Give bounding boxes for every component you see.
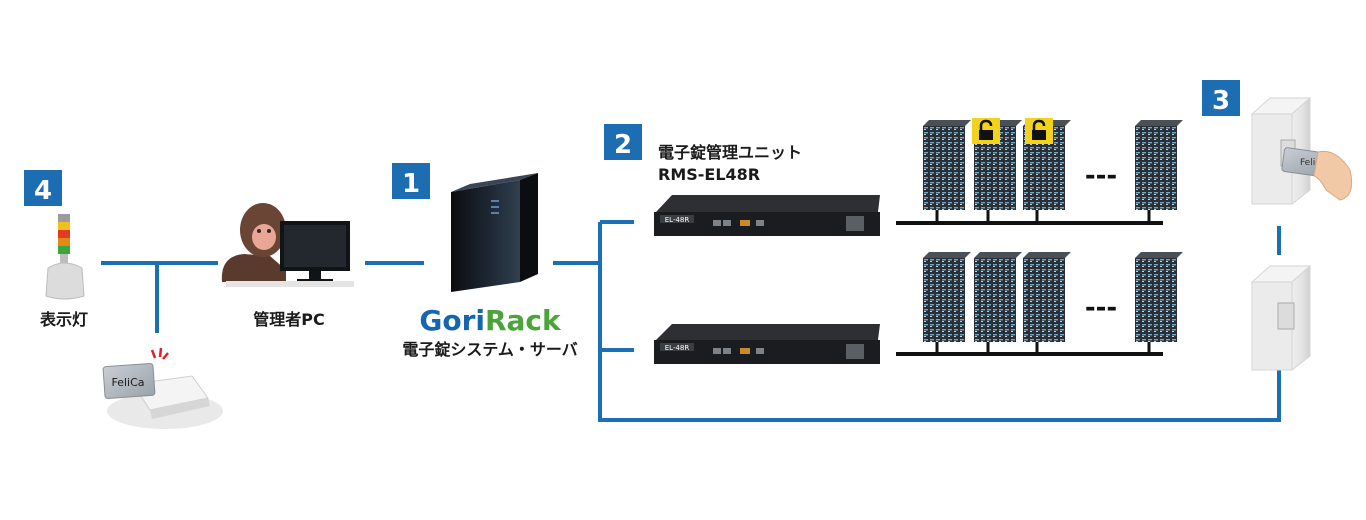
ellipsis-top: --- bbox=[1085, 161, 1117, 191]
rack-row-bottom: --- bbox=[896, 252, 1183, 356]
unit-model: RMS-EL48R bbox=[658, 165, 760, 184]
felica-card-label: Felica bbox=[1300, 158, 1326, 168]
gorirack-logo: GoriRack bbox=[419, 304, 562, 337]
rack bbox=[923, 252, 971, 355]
server-caption: 電子錠システム・サーバ bbox=[402, 340, 577, 359]
door-pillar-top: Felica bbox=[1250, 96, 1353, 206]
badge-4: 4 bbox=[24, 170, 62, 206]
svg-text:EL-48R: EL-48R bbox=[665, 216, 690, 224]
logo-part-1: Go bbox=[419, 304, 461, 337]
lamp-label: 表示灯 bbox=[39, 310, 88, 329]
badge-1: 1 bbox=[392, 163, 430, 199]
lock-unit-top: EL-48R bbox=[654, 195, 880, 236]
badge-2: 2 bbox=[604, 124, 642, 160]
svg-text:3: 3 bbox=[1212, 86, 1230, 116]
admin-pc bbox=[221, 203, 354, 287]
unlock-icon bbox=[972, 118, 1000, 144]
felica-reader-label: FeliCa bbox=[111, 376, 144, 389]
badge-3: 3 bbox=[1202, 80, 1240, 116]
admin-pc-label: 管理者PC bbox=[253, 310, 324, 329]
rack bbox=[923, 120, 971, 223]
line-unit-branch bbox=[598, 222, 1281, 422]
lock-unit-bottom: EL-48R bbox=[654, 324, 880, 364]
felica-reader: FeliCa bbox=[102, 347, 223, 429]
unlock-icon bbox=[1025, 118, 1053, 144]
ellipsis-bottom: --- bbox=[1085, 293, 1117, 323]
rack bbox=[974, 252, 1022, 355]
server-tower bbox=[451, 173, 538, 292]
logo-part-2: ri bbox=[462, 304, 485, 337]
door-pillar-bottom bbox=[1250, 264, 1312, 372]
svg-text:2: 2 bbox=[614, 130, 632, 160]
rack bbox=[1135, 252, 1183, 355]
svg-text:4: 4 bbox=[34, 176, 52, 206]
connection-lines bbox=[101, 220, 1281, 422]
svg-text:GoriRack: GoriRack bbox=[419, 304, 562, 337]
logo-part-3: Rack bbox=[485, 304, 562, 337]
signal-lamp bbox=[45, 214, 85, 300]
rack bbox=[1135, 120, 1183, 223]
rack-row-top: --- bbox=[896, 118, 1183, 225]
svg-text:1: 1 bbox=[402, 169, 420, 199]
unit-title: 電子錠管理ユニット bbox=[658, 143, 802, 162]
svg-text:EL-48R: EL-48R bbox=[665, 344, 690, 352]
rack bbox=[1023, 252, 1071, 355]
